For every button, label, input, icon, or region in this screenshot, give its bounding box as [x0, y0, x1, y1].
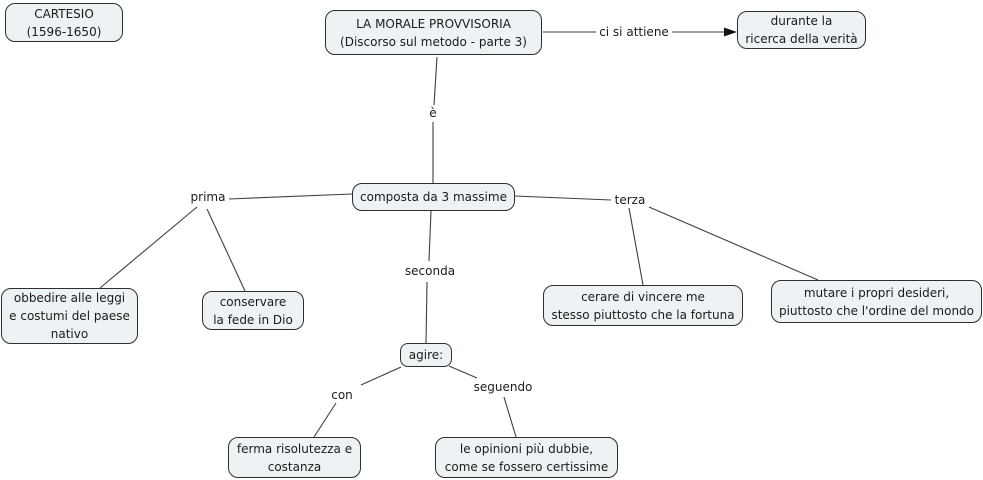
connector-con-to-ferma — [313, 402, 337, 438]
node-morale-provvisoria[interactable]: LA MORALE PROVVISORIA (Discorso sul meto… — [325, 10, 542, 55]
link-label-e[interactable]: è — [426, 105, 440, 121]
link-label-prima[interactable]: prima — [187, 189, 229, 205]
node-ferma-label: ferma risolutezza e costanza — [236, 441, 353, 474]
node-composta-label: composta da 3 massime — [360, 190, 507, 204]
link-label-ci-si-attiene[interactable]: ci si attiene — [596, 24, 672, 40]
connector-morale-to-e — [433, 56, 438, 106]
node-morale-label: LA MORALE PROVVISORIA (Discorso sul meto… — [340, 16, 527, 49]
connector-composta-to-prima — [228, 193, 353, 200]
node-agire-label: agire: — [408, 348, 444, 362]
link-label-terza[interactable]: terza — [611, 192, 649, 208]
node-cartesio[interactable]: CARTESIO (1596-1650) — [5, 3, 123, 42]
connector-prima-to-conservare — [206, 208, 246, 292]
arrowhead-icon — [724, 27, 737, 37]
node-opinioni-dubbie[interactable]: le opinioni più dubbie, come se fossero … — [435, 437, 618, 478]
node-conservare-label: conservare la fede in Dio — [213, 294, 293, 327]
node-opinioni-label: le opinioni più dubbie, come se fossero … — [444, 441, 609, 474]
node-obbedire-label: obbedire alle leggi e costumi del paese … — [9, 291, 130, 341]
node-cerare-label: cerare di vincere me stesso piuttosto ch… — [551, 289, 735, 322]
link-label-seconda[interactable]: seconda — [401, 263, 459, 279]
node-composta-3-massime[interactable]: composta da 3 massime — [352, 183, 515, 211]
node-mutare-label: mutare i propri desideri, piuttosto che … — [778, 285, 975, 318]
link-label-con[interactable]: con — [328, 387, 356, 403]
node-mutare-desideri[interactable]: mutare i propri desideri, piuttosto che … — [771, 280, 982, 323]
connector-agire-to-con — [360, 366, 402, 386]
node-durante-ricerca[interactable]: durante la ricerca della verità — [737, 11, 866, 49]
connector-terza-to-mutare — [648, 206, 819, 281]
connector-composta-to-terza — [514, 195, 612, 201]
node-agire[interactable]: agire: — [400, 343, 452, 367]
node-ferma-risolutezza[interactable]: ferma risolutezza e costanza — [228, 437, 361, 478]
connector-agire-to-seguendo — [448, 365, 478, 379]
node-cerare-vincere[interactable]: cerare di vincere me stesso piuttosto ch… — [543, 285, 743, 326]
connector-composta-to-seconda — [428, 210, 432, 262]
node-cartesio-label: CARTESIO (1596-1650) — [26, 6, 102, 39]
node-conservare-fede[interactable]: conservare la fede in Dio — [202, 291, 304, 330]
connector-terza-to-cerare — [628, 207, 644, 286]
connector-prima-to-obbedire — [99, 206, 198, 289]
connector-seguendo-to-opinioni — [503, 396, 517, 438]
node-obbedire-leggi[interactable]: obbedire alle leggi e costumi del paese … — [1, 288, 138, 344]
link-label-seguendo[interactable]: seguendo — [470, 379, 536, 395]
connector-seconda-to-agire — [425, 281, 428, 344]
node-durante-label: durante la ricerca della verità — [745, 14, 858, 46]
